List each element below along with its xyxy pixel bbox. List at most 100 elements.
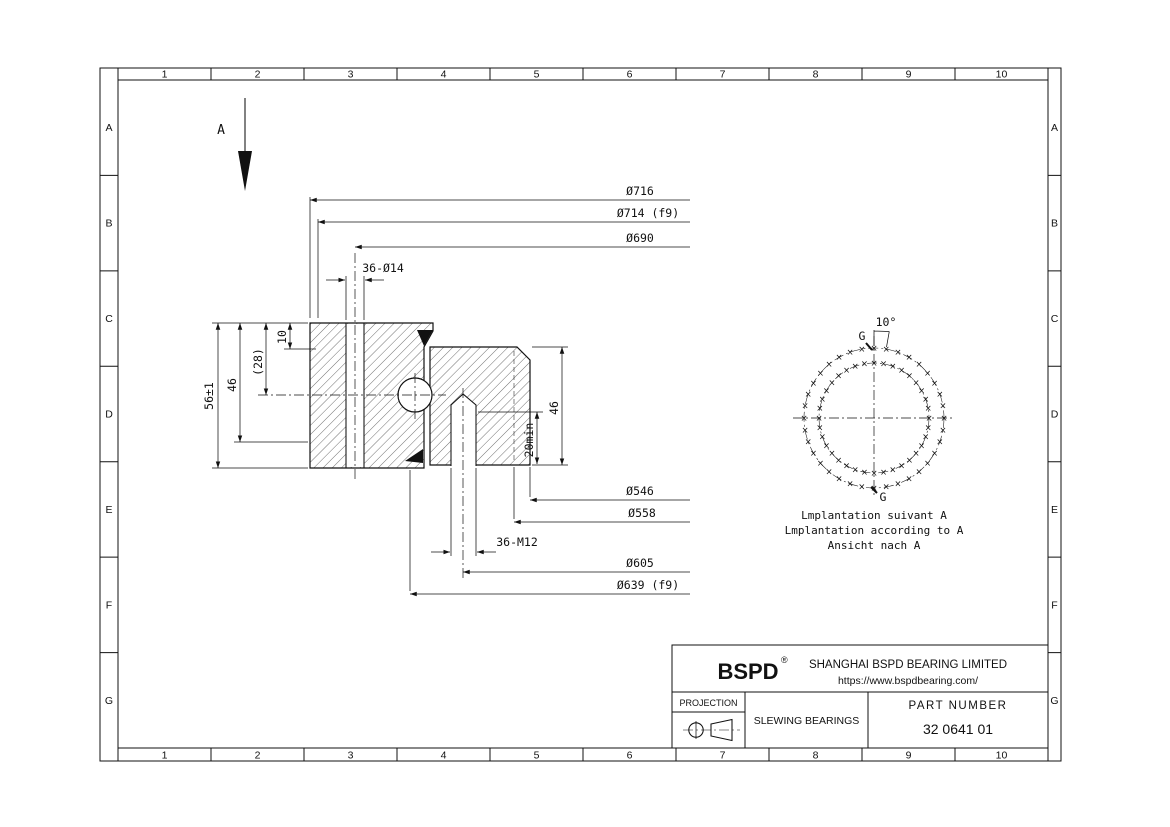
dim-label: Ø714 (f9): [617, 206, 679, 220]
bolt-hole-mark: ×: [936, 390, 943, 400]
bolt-hole-mark: ×: [898, 366, 905, 376]
bolt-hole-mark: ×: [889, 362, 896, 372]
part-number-value: 32 0641 01: [923, 721, 993, 737]
bolt-hole-mark: ×: [847, 348, 854, 358]
dim-label: 36-M12: [496, 535, 538, 549]
zone-col-label: 3: [348, 750, 354, 762]
section-view: [258, 253, 531, 578]
bolt-hole-mark: ×: [898, 461, 905, 471]
zone-col-label: 1: [162, 750, 168, 762]
bolt-hole-mark: ×: [802, 402, 809, 412]
first-angle-projection-icon: [683, 718, 740, 742]
bolt-hole-mark: ×: [883, 483, 890, 493]
bolt-hole-mark: ×: [922, 433, 929, 443]
bolt-hole-mark: ×: [817, 369, 824, 379]
zone-row-label: G: [105, 695, 113, 707]
zone-col-label: 2: [255, 750, 261, 762]
dim-bolt-circle-inner: Ø605: [463, 556, 690, 575]
zone-col-label: 7: [720, 69, 726, 81]
dim-total-height: 56±1: [202, 322, 308, 469]
dim-thread-depth: 20min: [478, 411, 543, 464]
bolt-hole-mark: ×: [889, 466, 896, 476]
outer-bolt-circle: [803, 347, 945, 489]
bolt-hole-mark: ×: [906, 372, 913, 382]
bolt-hole-mark: ×: [918, 386, 925, 396]
zone-col-label: 5: [534, 750, 540, 762]
title-block: BSPD ® SHANGHAI BSPD BEARING LIMITED htt…: [671, 644, 1049, 749]
bolt-hole-mark: ×: [828, 378, 835, 388]
dim-label: Ø558: [628, 506, 656, 520]
view-arrow-label: A: [217, 123, 225, 138]
bolt-hole-mark: ×: [816, 404, 823, 414]
bolt-hole-mark: ×: [810, 449, 817, 459]
bolt-hole-mark: ×: [810, 379, 817, 389]
zone-col-label: 4: [441, 69, 447, 81]
left-zone-ticks: [100, 174, 118, 654]
zone-col-label: 5: [534, 69, 540, 81]
bolt-hole-mark: ×: [835, 372, 842, 382]
bolt-hole-mark: ×: [802, 426, 809, 436]
dim-height-46-right: 46: [532, 346, 568, 466]
bolt-hole-mark: ×: [870, 469, 877, 479]
zone-col-label: 9: [906, 750, 912, 762]
bolt-hole-mark: ×: [870, 359, 877, 369]
dim-label: Ø716: [626, 184, 654, 198]
bolt-hole-mark: ×: [805, 438, 812, 448]
bolt-hole-mark: ×: [925, 404, 932, 414]
dim-bore-diameter: Ø546: [529, 467, 690, 503]
dim-label: 46: [225, 378, 239, 392]
zone-col-label: 6: [627, 69, 633, 81]
part-number-label: PART NUMBER: [909, 700, 1008, 712]
bolt-hole-mark: ×: [883, 345, 890, 355]
dim-bolt-circle-outer: Ø690: [355, 231, 690, 250]
bolt-hole-mark: ×: [913, 449, 920, 459]
zone-col-label: 10: [996, 750, 1008, 762]
bolt-hole-mark: ×: [823, 386, 830, 396]
bolt-hole-mark: ×: [858, 345, 865, 355]
zone-row-label: D: [105, 409, 113, 421]
company-name: SHANGHAI BSPD BEARING LIMITED: [809, 659, 1007, 671]
top-zone-ticks: [117, 68, 1049, 80]
angle-wedge: 10°: [873, 315, 896, 348]
dim-label: 56±1: [202, 382, 216, 410]
bolt-hole-mark: ×: [828, 449, 835, 459]
zone-row-label: F: [1051, 599, 1057, 611]
zone-labels-left: A B C D E F G: [105, 122, 113, 707]
bolt-hole-mark: ×: [918, 441, 925, 451]
registered-mark: ®: [781, 655, 788, 665]
caption-line: Lmplantation suivant A: [801, 509, 947, 522]
section-label-g-bottom: G: [880, 490, 887, 504]
outer-border: [99, 67, 1062, 762]
dim-ball-center-height: (28): [251, 323, 269, 395]
bolt-hole-mark: ×: [936, 438, 943, 448]
zone-row-label: A: [105, 122, 112, 134]
bolt-hole-marks: ××××××××××××××××××××××××××××××××××××××××…: [800, 344, 947, 494]
zone-row-label: D: [1051, 409, 1059, 421]
bolt-hole-mark: ×: [939, 402, 946, 412]
dim-height-46-left: 46: [225, 323, 308, 443]
zone-row-label: C: [1051, 313, 1059, 325]
bolt-hole-mark: ×: [906, 456, 913, 466]
bolt-hole-mark: ×: [905, 353, 912, 363]
bolt-hole-mark: ×: [819, 433, 826, 443]
bolt-hole-mark: ×: [861, 468, 868, 478]
section-label-g-top: G: [859, 329, 866, 343]
zone-labels-right: A B C D E F G: [1050, 122, 1058, 707]
dim-label: Ø546: [626, 484, 654, 498]
zone-row-label: C: [105, 313, 113, 325]
zone-row-label: G: [1050, 695, 1058, 707]
bolt-hole-mark: ×: [915, 467, 922, 477]
bolt-hole-edges: [345, 323, 365, 468]
section-mark-bottom: G: [870, 486, 887, 504]
zone-col-label: 8: [813, 69, 819, 81]
zone-labels-top: 1 2 3 4 5 6 7 8 9 10: [162, 69, 1008, 81]
dim-step-height: 10: [275, 323, 316, 350]
bolt-hole-mark: ×: [913, 378, 920, 388]
bolt-hole-mark: ×: [835, 456, 842, 466]
bolt-hole-mark: ×: [843, 461, 850, 471]
bolt-hole-mark: ×: [924, 369, 931, 379]
inner-ring-section: [429, 346, 531, 466]
bolt-hole-bore: [346, 324, 364, 467]
seal-top: [417, 330, 433, 346]
title-block-border: [671, 644, 1049, 749]
